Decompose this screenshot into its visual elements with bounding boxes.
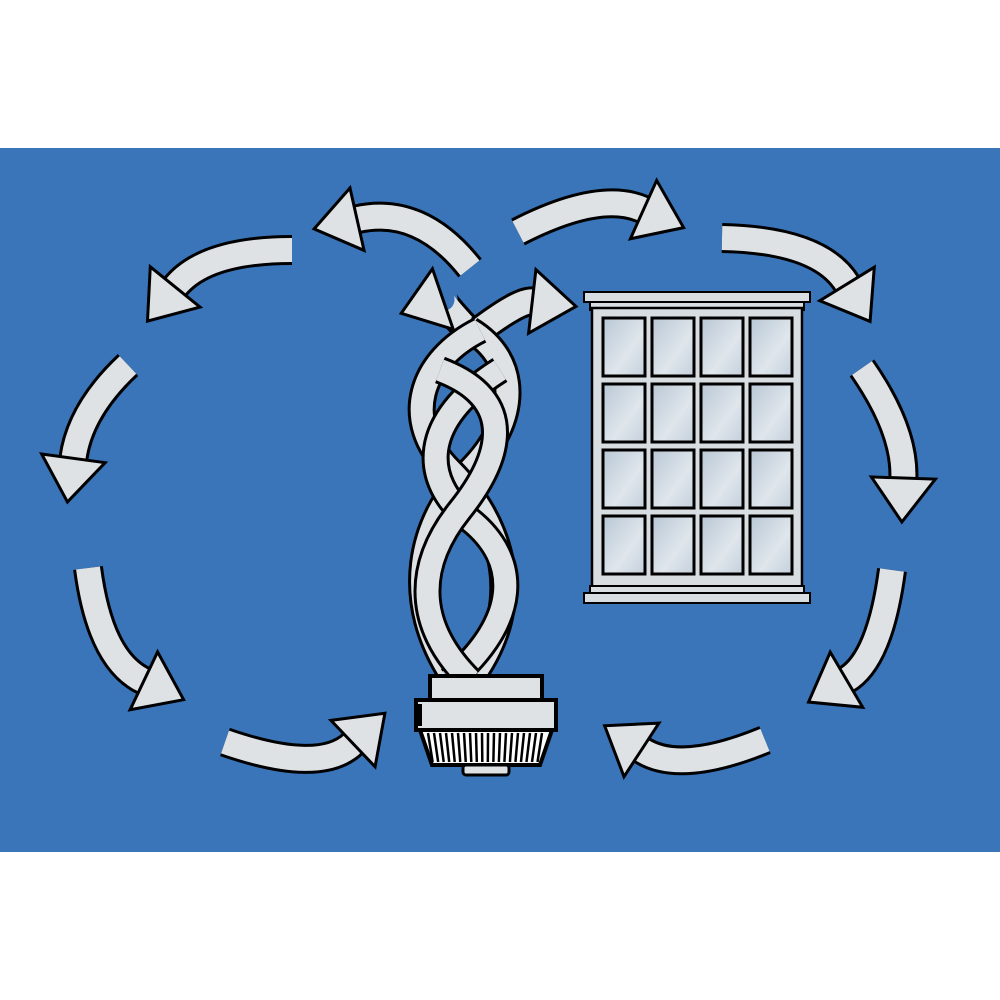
airflow-arrow — [511, 177, 686, 246]
window-pane — [699, 382, 745, 444]
heater-body — [414, 698, 558, 732]
airflow-arrow — [220, 711, 387, 774]
window-pane — [748, 382, 794, 444]
heater-icon — [407, 317, 558, 777]
airflow-arrow — [602, 721, 771, 780]
airflow-arrow — [849, 359, 939, 525]
window-pane — [748, 514, 794, 576]
window-pane — [650, 514, 696, 576]
airflow-arrow — [145, 235, 293, 324]
window-pane — [650, 316, 696, 378]
window-icon — [583, 291, 811, 604]
airflow-arrow — [73, 565, 186, 712]
airflow-ribbon — [421, 358, 520, 691]
airflow-arrow — [38, 354, 139, 505]
window-pane — [699, 316, 745, 378]
window-pane — [650, 448, 696, 510]
heater-foot — [461, 763, 511, 777]
window-pane — [601, 514, 647, 576]
airflow-arrow — [721, 223, 877, 324]
window-sill — [583, 592, 811, 604]
airflow-ribbon — [413, 356, 509, 690]
window-pane — [748, 316, 794, 378]
window-pane — [699, 448, 745, 510]
window-cornice — [583, 291, 811, 303]
airflow-arrow — [806, 567, 907, 710]
window-pane — [601, 448, 647, 510]
window-pane — [601, 316, 647, 378]
window-pane — [699, 514, 745, 576]
window-pane — [650, 382, 696, 444]
heater-switch — [414, 704, 422, 726]
window-pane — [748, 448, 794, 510]
airflow-arrow — [311, 184, 482, 278]
window-pane — [601, 382, 647, 444]
